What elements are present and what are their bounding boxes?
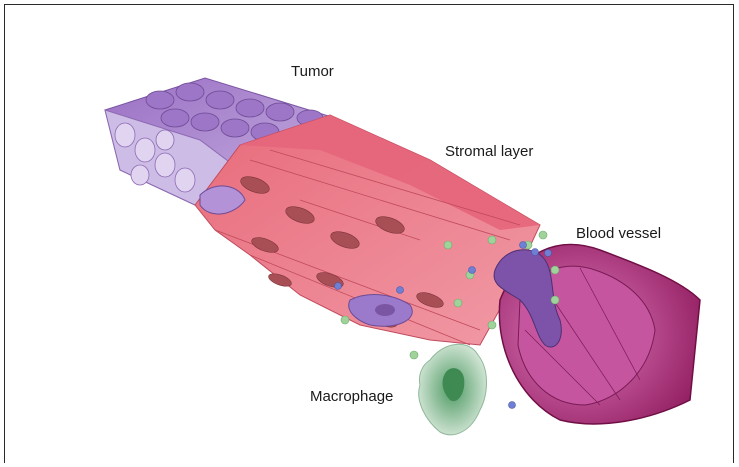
macrophage: [419, 344, 487, 434]
macrophage-label: Macrophage: [310, 388, 393, 405]
blood-vessel-label: Blood vessel: [576, 225, 661, 242]
tumor-label: Tumor: [291, 63, 334, 80]
stromal-layer-label: Stromal layer: [445, 143, 533, 160]
blood-vessel: [494, 244, 700, 423]
